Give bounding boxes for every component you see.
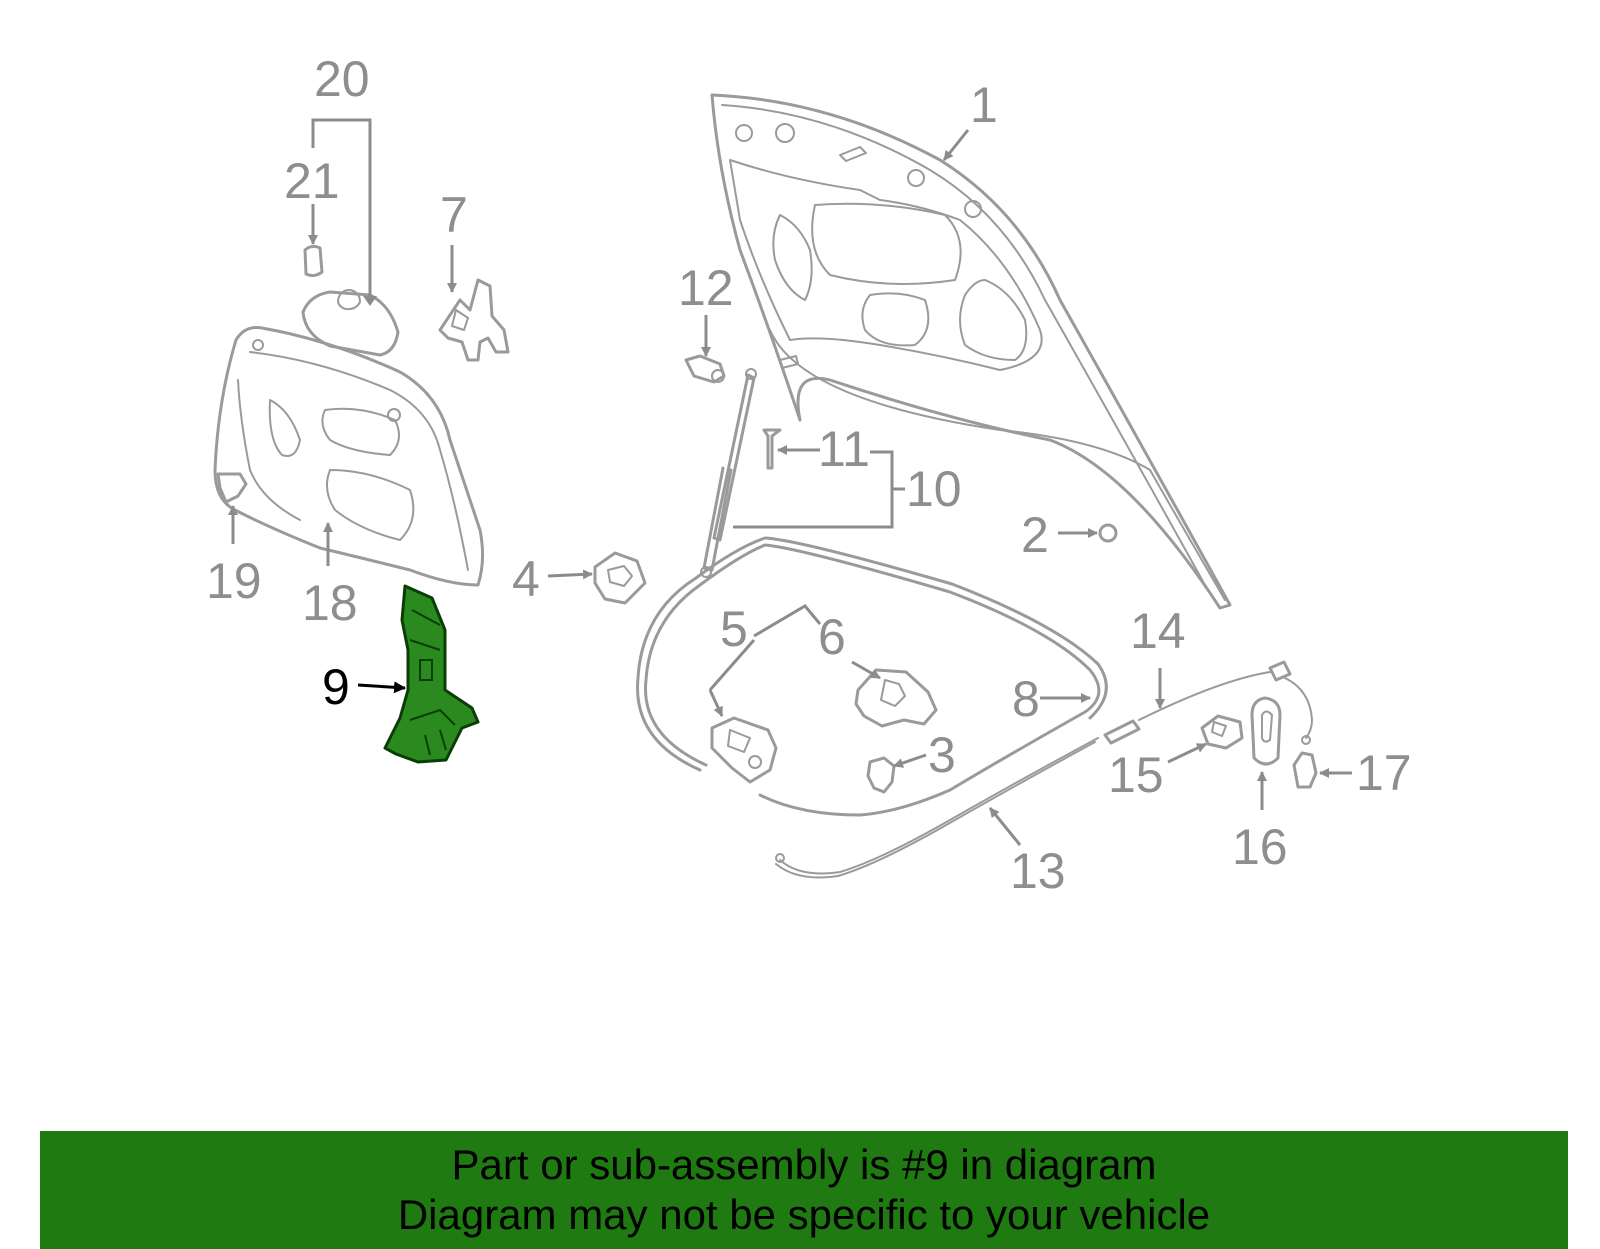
cap-part-21 — [303, 204, 324, 278]
info-banner: Part or sub-assembly is #9 in diagram Di… — [40, 1131, 1568, 1249]
handle-part-15 — [1167, 714, 1244, 764]
callout-8: 8 — [1012, 671, 1040, 727]
strut-clip-part-11 — [762, 428, 820, 470]
callout-16: 16 — [1232, 819, 1288, 875]
cable-part-14 — [1103, 660, 1313, 745]
reservoir-part-20 — [301, 118, 400, 357]
seal-part-8 — [636, 536, 1108, 817]
release-part-6 — [851, 660, 938, 728]
callout-6: 6 — [818, 609, 846, 665]
latch-part-5 — [708, 604, 822, 784]
callout-4: 4 — [512, 551, 540, 607]
callout-15: 15 — [1108, 747, 1164, 803]
grommet-part-2 — [1058, 523, 1118, 543]
callout-5: 5 — [720, 601, 748, 657]
callout-13: 13 — [1010, 843, 1066, 899]
callout-12: 12 — [678, 260, 734, 316]
callout-10: 10 — [906, 461, 962, 517]
callout-21: 21 — [284, 153, 340, 209]
hood-panel-part-1 — [710, 93, 1232, 610]
callout-2: 2 — [1021, 507, 1049, 563]
clip-part-19 — [216, 472, 248, 544]
callout-20: 20 — [314, 51, 370, 107]
banner-line-1: Part or sub-assembly is #9 in diagram — [451, 1141, 1157, 1188]
clip-part-17 — [1292, 751, 1352, 789]
clip-part-3 — [866, 753, 927, 794]
lever-part-16 — [1250, 696, 1282, 810]
bracket-part-4 — [547, 551, 647, 605]
callout-19: 19 — [206, 553, 262, 609]
callout-7: 7 — [440, 187, 468, 243]
bracket-part-9-highlighted — [357, 584, 480, 764]
release-cable-part-13 — [775, 737, 1099, 879]
banner-line-2: Diagram may not be specific to your vehi… — [397, 1191, 1211, 1238]
insulator-part-18 — [213, 326, 485, 587]
bumper-part-12 — [684, 315, 726, 384]
callout-1: 1 — [970, 77, 998, 133]
callout-9: 9 — [322, 659, 350, 715]
callout-18: 18 — [302, 575, 358, 631]
callout-3: 3 — [928, 727, 956, 783]
callout-11: 11 — [818, 421, 870, 477]
callout-14: 14 — [1130, 603, 1186, 659]
hood-strut-part-10 — [700, 368, 905, 578]
hinge-part-7 — [438, 245, 510, 362]
callout-17: 17 — [1356, 745, 1412, 801]
